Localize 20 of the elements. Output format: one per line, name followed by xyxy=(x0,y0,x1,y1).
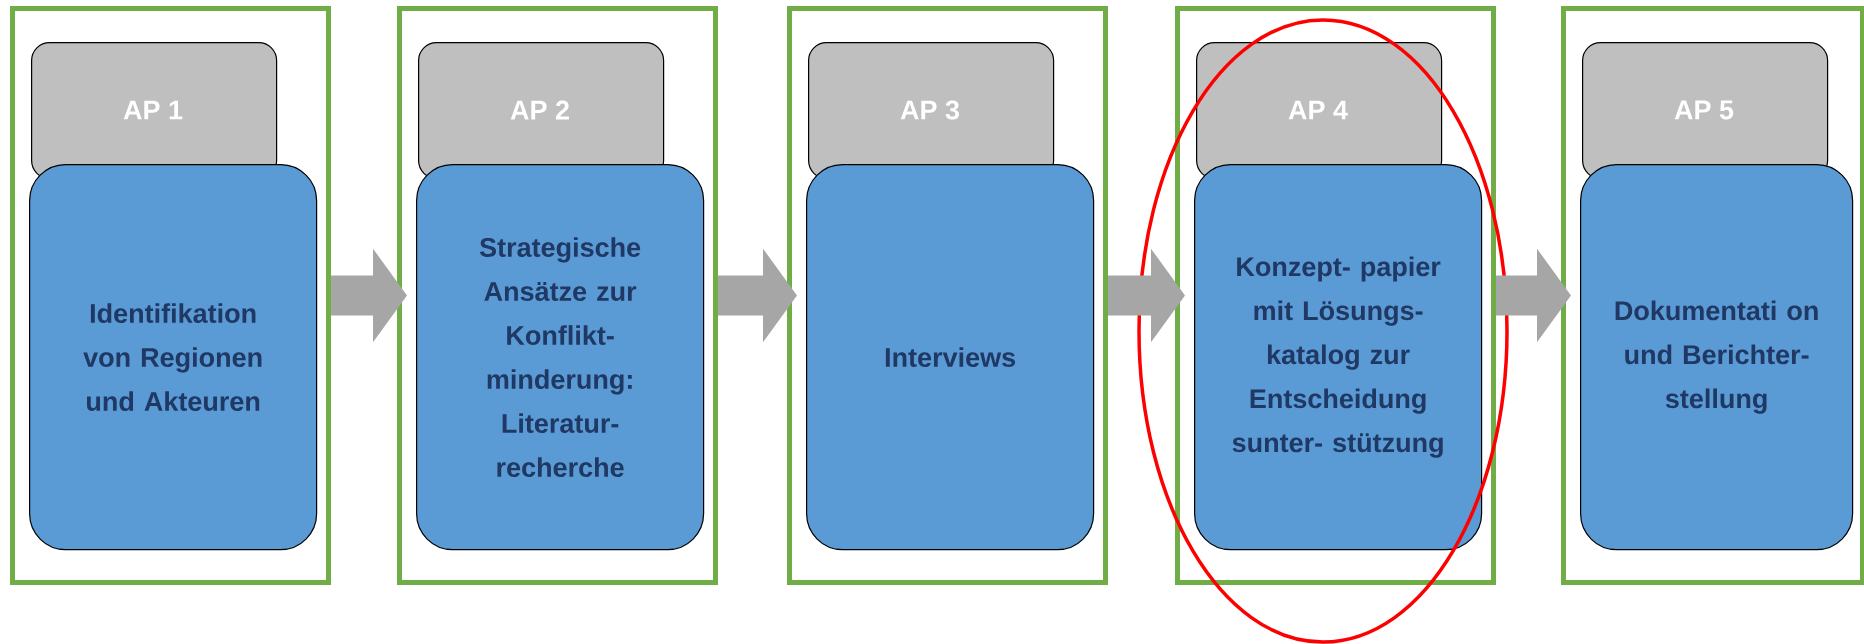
frame-box xyxy=(10,6,331,585)
tab-label: AP 1 xyxy=(123,100,183,120)
process-text: Konzept- papier mit Lösungs- katalog zur Entscheidung sunter- stützung xyxy=(1232,256,1443,458)
frame-box xyxy=(1175,6,1496,585)
process-box xyxy=(1194,164,1483,551)
process-text: Dokumentati on und Berichter- stellung xyxy=(1615,300,1818,414)
process-text: Interviews xyxy=(885,347,1016,367)
tab-label: AP 4 xyxy=(1288,100,1348,120)
frame-box xyxy=(1561,6,1864,585)
frame-box xyxy=(397,6,718,585)
process-box xyxy=(416,164,705,551)
tab-label: AP 5 xyxy=(1674,100,1734,120)
frame-box xyxy=(787,6,1108,585)
process-text: Strategische Ansätze zur Konflikt- minderung: Literatur- recherche xyxy=(479,237,641,477)
process-box xyxy=(29,164,318,551)
process-box xyxy=(806,164,1095,551)
tab-label: AP 3 xyxy=(900,100,959,120)
process-text: Identifikation von Regionen und Akteuren xyxy=(83,303,262,411)
process-box xyxy=(1580,164,1854,551)
tab-label: AP 2 xyxy=(510,100,569,120)
